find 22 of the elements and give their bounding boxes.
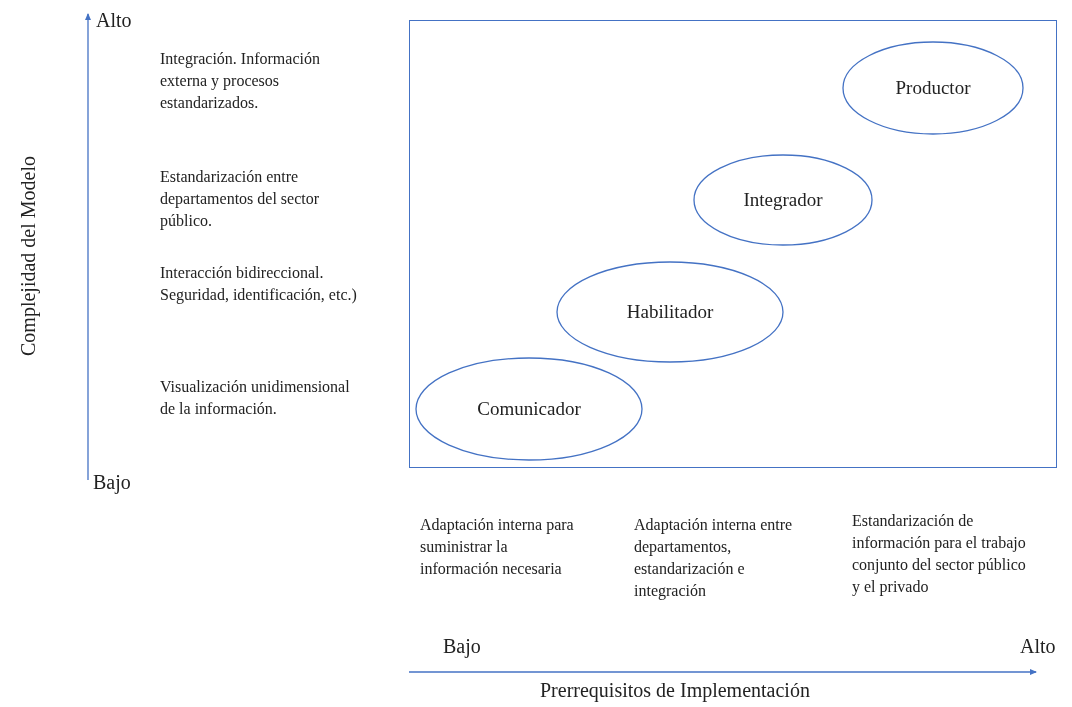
description-text: Estandarización entre departamentos del sector público. [160,167,321,232]
stage-label: Habilitador [626,301,714,323]
stage-label: Comunicador [477,398,581,420]
level-label: Alto [96,8,133,32]
description-text: Adaptación interna para suministrar la información necesaria [420,515,575,579]
stage-label: Productor [895,77,971,99]
description-text: Visualización unidimensional de la información. [160,377,351,419]
level-label: Alto [1020,634,1057,658]
stage-ellipse [842,41,1024,135]
description-text: Integración. Información externa y procesos estandarizados. [160,49,321,113]
stage-ellipse [693,154,873,246]
stage-label: Integrador [743,189,823,211]
stage-ellipse [415,357,643,461]
axis-title: Complejidad del Modelo [16,156,40,356]
quadrant-frame [409,20,1057,468]
stage-ellipse [556,261,784,363]
level-label: Bajo [443,634,482,658]
axis-title: Prerrequisitos de Implementación [540,678,811,702]
description-text: Adaptación interna entre departamentos, estandarización e integración [634,515,794,602]
description-text: Interacción bidireccional. Seguridad, identificación, etc.) [160,263,358,306]
description-text: Estandarización de información para el trabajo conjunto del sector público y el privado [852,511,1027,598]
level-label: Bajo [93,470,132,494]
